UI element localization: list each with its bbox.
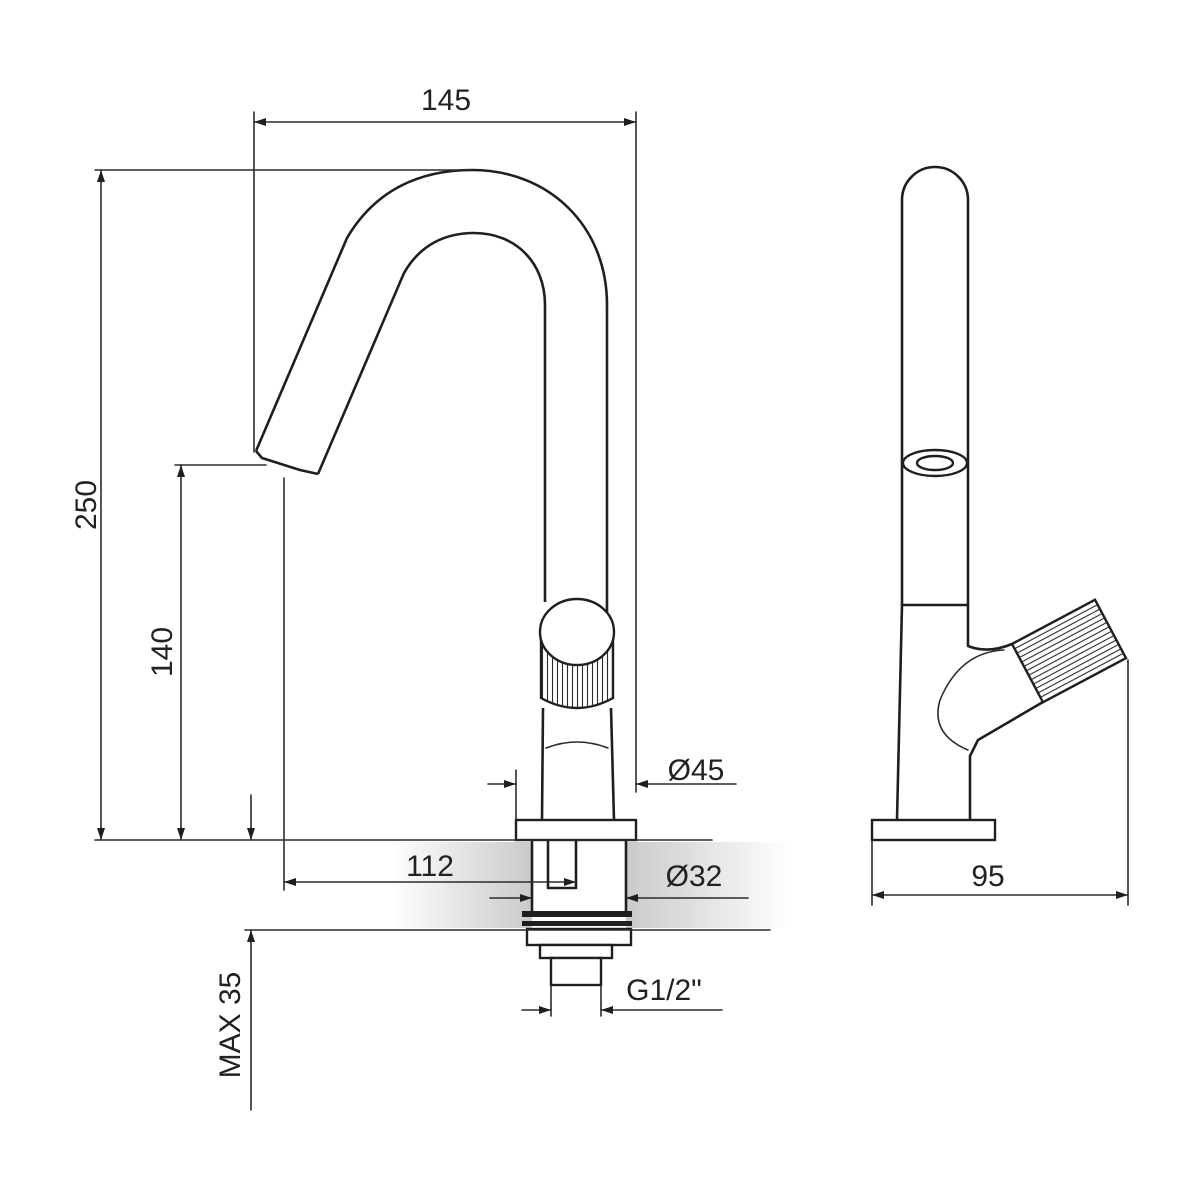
label-overall-width: 145 bbox=[421, 84, 471, 117]
front-base-plate bbox=[514, 818, 638, 842]
side-handle-knurl bbox=[1010, 598, 1128, 704]
side-body bbox=[895, 604, 1044, 821]
label-spout-reach: 112 bbox=[406, 850, 454, 883]
dimension-labels: 145 250 140 112 Ø45 Ø32 G1/2" MAX 35 95 bbox=[70, 84, 1005, 1078]
front-body bbox=[540, 707, 616, 821]
side-spout-column bbox=[900, 165, 970, 607]
faucet-side-view bbox=[870, 165, 1128, 842]
spout-tip bbox=[255, 450, 319, 476]
label-depth: 95 bbox=[971, 860, 1004, 893]
aerator-inner bbox=[915, 454, 955, 472]
shank-rod bbox=[546, 840, 578, 890]
side-base-plate bbox=[870, 818, 997, 842]
front-body-contour bbox=[545, 741, 609, 749]
shank-outline bbox=[530, 840, 628, 912]
label-thread: G1/2" bbox=[626, 974, 702, 1007]
label-shank-diameter: Ø32 bbox=[666, 860, 723, 893]
countertop-shade-right bbox=[626, 842, 790, 928]
spout-outer-edge bbox=[254, 168, 609, 612]
faucet-front-view bbox=[254, 168, 638, 987]
washer-bottom bbox=[522, 921, 632, 926]
label-overall-height: 250 bbox=[70, 480, 103, 530]
spout-inner-edge bbox=[316, 231, 547, 602]
dimension-lines bbox=[94, 111, 1129, 1111]
side-arm-contour bbox=[937, 649, 1005, 751]
lock-nut bbox=[538, 943, 614, 960]
label-base-diameter: Ø45 bbox=[668, 754, 725, 787]
washer-top bbox=[522, 911, 632, 917]
front-knob-cap bbox=[538, 597, 616, 667]
label-max-thickness: MAX 35 bbox=[214, 972, 247, 1079]
threaded-connector bbox=[549, 956, 603, 987]
mounting-nut bbox=[525, 927, 633, 947]
mounting-shank bbox=[522, 840, 633, 987]
label-spout-height: 140 bbox=[146, 627, 179, 677]
